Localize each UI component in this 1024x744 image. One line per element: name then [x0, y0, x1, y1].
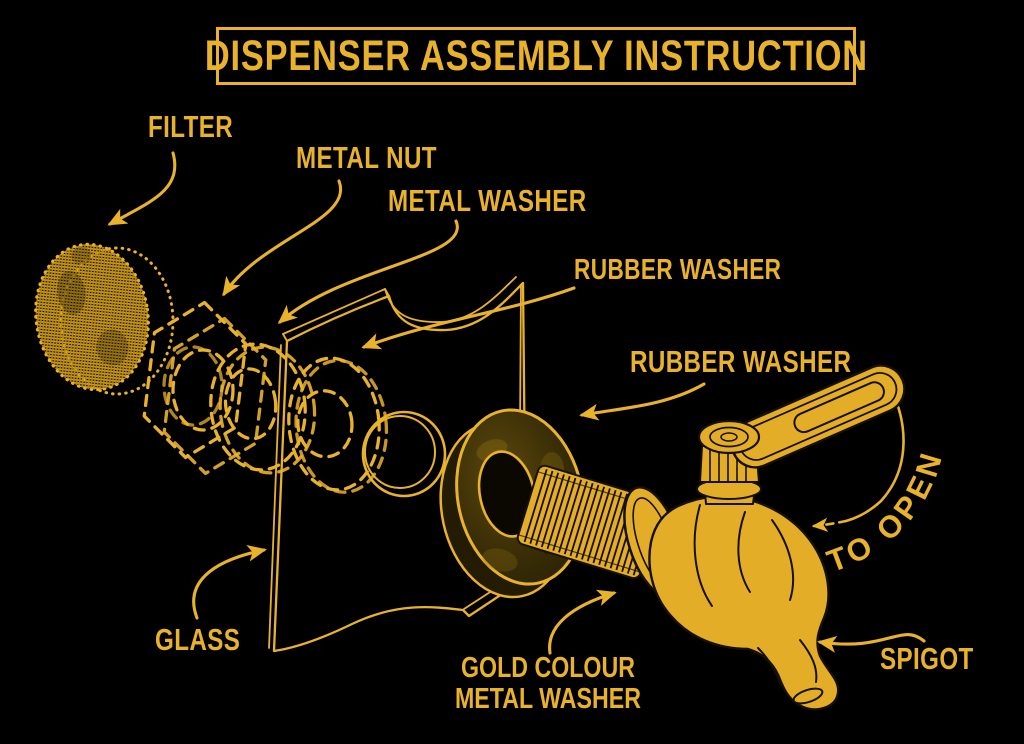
- to-open-curved-label: TO OPEN: [822, 444, 950, 579]
- spigot-valve-stem: [696, 445, 762, 505]
- gold-washer-label-line2: METAL WASHER: [454, 683, 642, 716]
- glass-callout-arrow: [192, 544, 267, 620]
- glass-label: GLASS: [155, 622, 241, 657]
- filter-label: FILTER: [148, 109, 234, 144]
- rubber-washer-right-callout-arrow: [579, 382, 706, 421]
- metal-washer-part: [209, 342, 317, 475]
- metal-washer-callout-arrow: [277, 219, 459, 324]
- filter-part: [34, 242, 175, 396]
- metal-nut-part: [142, 300, 268, 476]
- metal-nut-callout-arrow: [222, 179, 343, 297]
- page-title: DISPENSER ASSEMBLY INSTRUCTION: [204, 31, 868, 80]
- rubber-washer-right-label: RUBBER WASHER: [630, 344, 852, 379]
- gold-washer-callout-arrow: [548, 589, 617, 655]
- rotation-arrow: [811, 380, 905, 532]
- glass-hole: [361, 410, 447, 498]
- spigot-part: [648, 364, 906, 711]
- rubber-washer-top-callout-arrow: [361, 286, 576, 350]
- gold-washer-label-line1: GOLD COLOUR: [461, 652, 635, 684]
- spigot-cap: [697, 419, 761, 455]
- metal-washer-label: METAL WASHER: [388, 183, 587, 218]
- rubber-washer-dashed-part: [287, 356, 389, 494]
- spigot-handle: [730, 364, 906, 469]
- metal-nut-label: METAL NUT: [296, 140, 437, 175]
- title-banner: DISPENSER ASSEMBLY INSTRUCTION: [204, 27, 867, 85]
- rubber-washer-top-label: RUBBER WASHER: [574, 254, 782, 286]
- spigot-label: SPIGOT: [880, 641, 974, 676]
- spigot-callout-arrow: [817, 633, 926, 653]
- filter-callout-arrow: [107, 151, 177, 226]
- gold-washer-label: GOLD COLOUR METAL WASHER: [432, 652, 664, 716]
